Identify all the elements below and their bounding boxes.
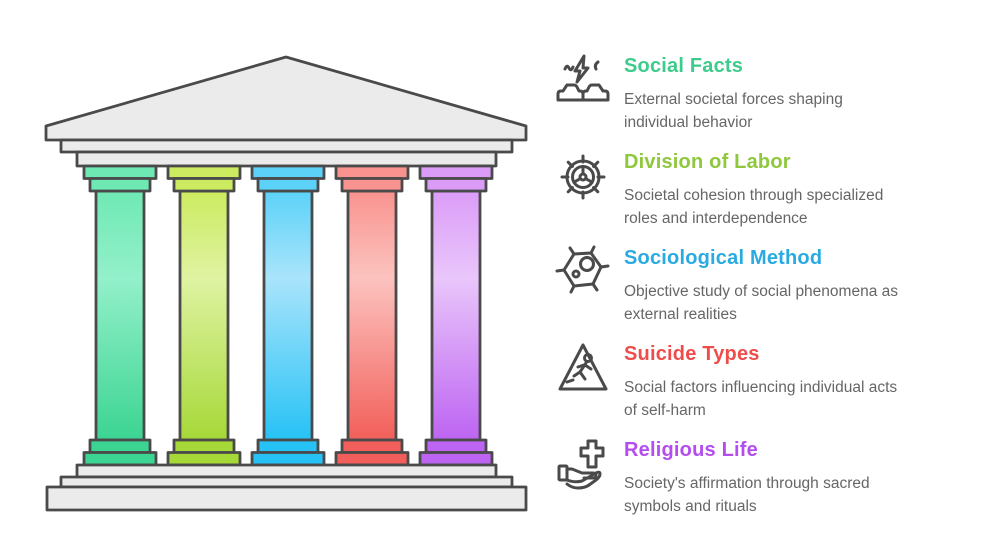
legend-item-division-of-labor: Division of Labor Societal cohesion thro… <box>554 151 899 231</box>
temple-pediment <box>44 55 528 142</box>
car-collision-icon <box>556 54 610 102</box>
cell-icon <box>555 245 610 294</box>
legend-item-title: Social Facts <box>624 55 744 77</box>
temple-step-middle <box>59 475 514 489</box>
hand-cross-icon <box>557 439 605 490</box>
falling-person-warning-icon <box>558 343 608 391</box>
legend-item-religious-life: Religious Life Society's affirmation thr… <box>554 439 899 519</box>
temple-illustration <box>44 55 528 512</box>
pillar-division-of-labor <box>166 164 242 467</box>
legend-item-description: Society's affirmation through sacred sym… <box>624 475 870 515</box>
legend-item-sociological-method: Sociological Method Objective study of s… <box>554 245 899 327</box>
legend-item-description: Societal cohesion through specialized ro… <box>624 187 884 227</box>
gear-wheel-icon <box>560 154 606 200</box>
temple-step-top <box>75 463 498 479</box>
legend-item-description: Social factors influencing individual ac… <box>624 379 898 419</box>
pillar-social-facts <box>82 164 158 467</box>
pillar-religious-life <box>418 164 494 467</box>
legend: Social Facts External societal forces sh… <box>554 0 994 534</box>
legend-item-description: Objective study of social phenomena as e… <box>624 283 898 323</box>
legend-item-title: Religious Life <box>624 439 758 461</box>
legend-item-title: Division of Labor <box>624 151 791 173</box>
temple-step-bottom <box>45 485 528 512</box>
pillar-suicide-types <box>334 164 410 467</box>
temple-entablature-upper <box>59 138 514 154</box>
legend-item-social-facts: Social Facts External societal forces sh… <box>554 54 899 135</box>
legend-item-description: External societal forces shaping individ… <box>624 91 843 131</box>
legend-item-title: Suicide Types <box>624 343 760 365</box>
legend-item-title: Sociological Method <box>624 247 823 269</box>
legend-item-suicide-types: Suicide Types Social factors influencing… <box>554 343 899 423</box>
pillar-sociological-method <box>250 164 326 467</box>
temple-entablature-lower <box>75 150 498 168</box>
